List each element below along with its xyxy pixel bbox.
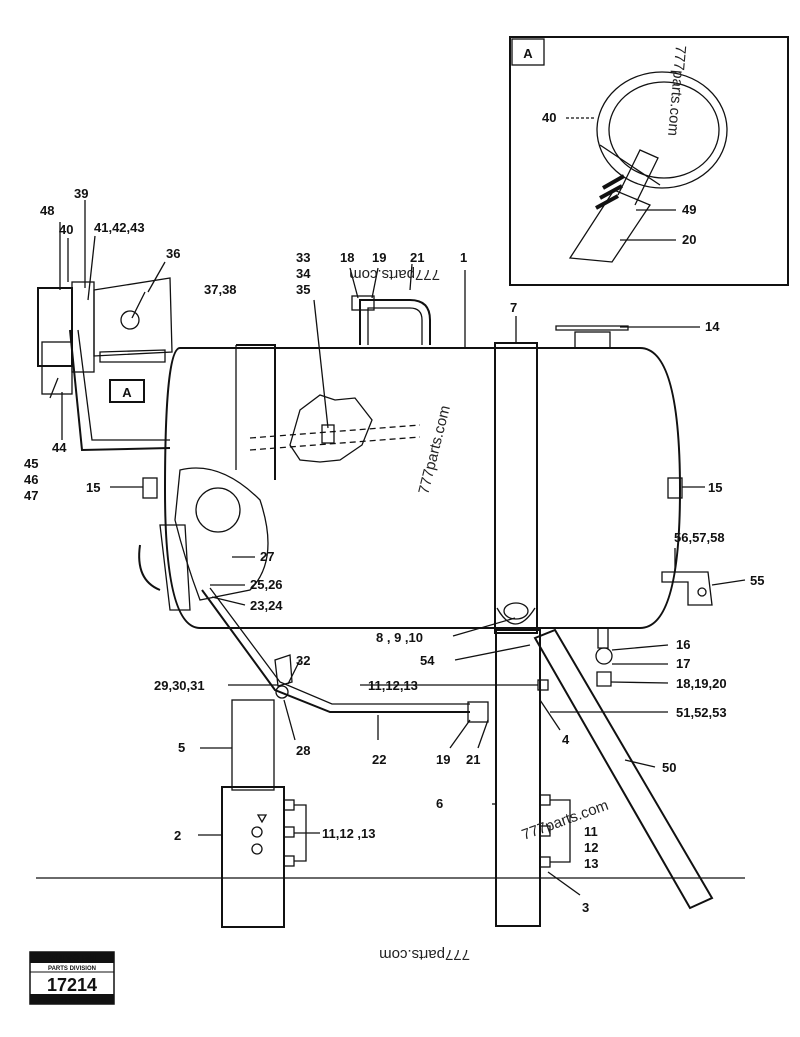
watermark: 777parts.com xyxy=(415,404,453,496)
label-7: 7 xyxy=(510,300,517,315)
label-11-12-13-upper: 11,12,13 xyxy=(368,678,418,693)
label-3: 3 xyxy=(582,900,589,915)
air-filter-assembly: A xyxy=(37,277,173,452)
tank-body xyxy=(138,325,713,634)
label-17: 17 xyxy=(676,656,690,671)
lower-pipe-and-supports xyxy=(36,587,745,928)
volvo-bm-badge: VOLVO BM PARTS DIVISION 17214 PRINTED IN… xyxy=(29,951,115,1005)
label-37-38: 37,38 xyxy=(204,282,237,297)
detail-inset-a: A 40 49 20 xyxy=(509,36,789,286)
label-19-lower: 19 xyxy=(436,752,450,767)
label-45: 45 xyxy=(24,456,38,471)
label-39: 39 xyxy=(74,186,88,201)
inset-label-40: 40 xyxy=(542,110,556,125)
label-46: 46 xyxy=(24,472,38,487)
top-pipe xyxy=(351,295,431,345)
label-18-19-20: 18,19,20 xyxy=(676,676,727,691)
label-2: 2 xyxy=(174,828,181,843)
label-25-26: 25,26 xyxy=(250,577,283,592)
label-27: 27 xyxy=(260,549,274,564)
label-21: 21 xyxy=(410,250,424,265)
label-48: 48 xyxy=(40,203,54,218)
label-44: 44 xyxy=(52,440,67,455)
label-1: 1 xyxy=(460,250,467,265)
label-18: 18 xyxy=(340,250,354,265)
label-5: 5 xyxy=(178,740,185,755)
label-8-9-10: 8 , 9 ,10 xyxy=(376,630,423,645)
watermark: 777parts.com xyxy=(379,946,470,963)
label-55: 55 xyxy=(750,573,764,588)
label-15-left: 15 xyxy=(86,480,100,495)
label-13-right: 13 xyxy=(584,856,598,871)
label-12-right: 12 xyxy=(584,840,598,855)
badge-division: PARTS DIVISION xyxy=(48,966,96,972)
label-14: 14 xyxy=(705,319,720,334)
label-33: 33 xyxy=(296,250,310,265)
label-19: 19 xyxy=(372,250,386,265)
label-28: 28 xyxy=(296,743,310,758)
badge-number: 17214 xyxy=(47,975,97,995)
detail-marker-a: A xyxy=(122,385,132,400)
label-6: 6 xyxy=(436,796,443,811)
label-40: 40 xyxy=(59,222,73,237)
label-51-52-53: 51,52,53 xyxy=(676,705,727,720)
label-22: 22 xyxy=(372,752,386,767)
label-16: 16 xyxy=(676,637,690,652)
label-50: 50 xyxy=(662,760,676,775)
label-34: 34 xyxy=(296,266,311,281)
label-35: 35 xyxy=(296,282,310,297)
inset-tag: A xyxy=(523,46,533,61)
label-41-42-43: 41,42,43 xyxy=(94,220,145,235)
badge-printed: PRINTED IN SWEDEN xyxy=(38,997,105,1004)
label-21-lower: 21 xyxy=(466,752,480,767)
label-4: 4 xyxy=(562,732,570,747)
label-54: 54 xyxy=(420,653,435,668)
leader-lines xyxy=(49,200,746,896)
watermark: 777parts.com xyxy=(349,266,440,283)
watermark: 777parts.com xyxy=(664,45,689,137)
part-labels: 48 39 40 41,42,43 36 37,38 45 46 47 44 3… xyxy=(24,186,764,915)
inset-label-49: 49 xyxy=(682,202,696,217)
label-23-24: 23,24 xyxy=(250,598,283,613)
badge-brand: VOLVO BM xyxy=(48,953,95,963)
watermarks: 777parts.com 777parts.com 777parts.com 7… xyxy=(349,45,689,963)
label-11-12-13-lower: 11,12 ,13 xyxy=(322,826,376,841)
label-15-right: 15 xyxy=(708,480,722,495)
label-11-right: 11 xyxy=(584,824,598,839)
label-36: 36 xyxy=(166,246,180,261)
label-32: 32 xyxy=(296,653,310,668)
label-47: 47 xyxy=(24,488,38,503)
inset-label-20: 20 xyxy=(682,232,696,247)
label-29-30-31: 29,30,31 xyxy=(154,678,205,693)
label-56-57-58: 56,57,58 xyxy=(674,530,725,545)
